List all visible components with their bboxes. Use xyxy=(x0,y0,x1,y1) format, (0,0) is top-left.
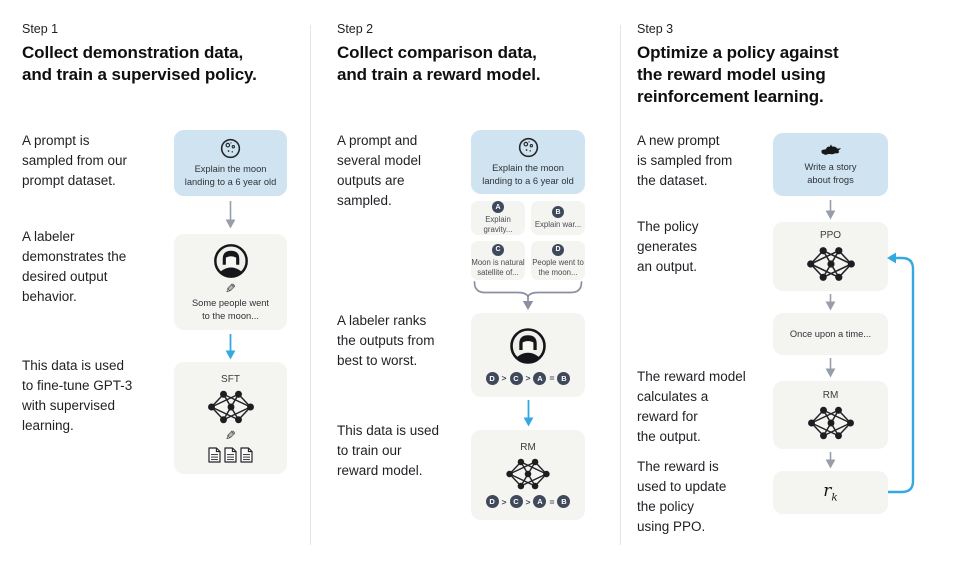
document-icon xyxy=(240,446,253,463)
ranking-row: D > C > A = B xyxy=(485,495,571,508)
rank-badge: C xyxy=(509,495,523,508)
down-arrow-gray-icon xyxy=(825,200,836,220)
step2-title: Collect comparison data, and train a rew… xyxy=(337,43,541,84)
step1-prompt-text: Explain the moon landing to a 6 year old xyxy=(184,164,277,187)
step2-rm-box: RM D > C > A = B xyxy=(471,430,585,520)
down-arrow-gray-icon xyxy=(825,452,836,469)
down-arrow-gray-icon xyxy=(825,358,836,378)
output-d-text: People went to the moon... xyxy=(532,257,584,277)
sft-label: SFT xyxy=(221,373,240,385)
rank-separator: = xyxy=(549,496,555,507)
step3-output-box: Once upon a time... xyxy=(773,313,888,355)
moon-icon xyxy=(220,139,241,159)
output-box-d: D People went to the moon... xyxy=(531,241,585,280)
step3-label: Step 3 xyxy=(637,22,674,36)
step1-demo-text: Some people went to the moon... xyxy=(191,297,269,321)
brace-merge-arrow-icon xyxy=(473,281,583,310)
step2-caption-train: This data is used to train our reward mo… xyxy=(337,423,440,478)
step1-caption-labeler: A labeler demonstrates the desired outpu… xyxy=(22,229,127,304)
step1-label: Step 1 xyxy=(22,22,59,36)
rank-badge: A xyxy=(533,371,547,385)
step3-caption-update: The reward is used to update the policy … xyxy=(637,459,727,534)
output-box-b: B Explain war... xyxy=(531,201,585,235)
rank-separator: > xyxy=(525,496,531,507)
step1-prompt-box: Explain the moon landing to a 6 year old xyxy=(174,130,287,196)
neural-network-icon xyxy=(206,389,255,424)
output-box-a: A Explain gravity... xyxy=(471,201,525,235)
step3-reward-box: rk xyxy=(773,471,888,514)
down-arrow-gray-icon xyxy=(225,201,236,229)
step3-ppo-box: PPO xyxy=(773,222,888,291)
down-arrow-blue-icon xyxy=(225,334,236,360)
step1-title: Collect demonstration data, and train a … xyxy=(22,43,257,84)
rank-separator: > xyxy=(501,373,507,383)
step3-caption-policy: The policy generates an output. xyxy=(637,219,699,274)
step1-caption-prompt: A prompt is sampled from our prompt data… xyxy=(22,133,128,188)
output-c-badge: C xyxy=(492,243,504,256)
output-d-badge: D xyxy=(552,243,564,256)
feedback-loop-arrow-icon xyxy=(887,252,915,494)
rank-badge: D xyxy=(485,495,499,508)
ppo-label: PPO xyxy=(819,230,842,241)
output-c-text: Moon is natural satellite of... xyxy=(471,257,525,277)
step3-prompt-text: Write a story about frogs xyxy=(804,162,857,185)
document-icon xyxy=(224,446,237,463)
rank-badge: D xyxy=(485,371,499,385)
labeler-avatar-icon xyxy=(212,242,250,280)
ranking-row: D > C > A = B xyxy=(485,371,571,385)
step2-labeler-box: D > C > A = B xyxy=(471,313,585,397)
step2-prompt-box: Explain the moon landing to a 6 year old xyxy=(471,130,585,194)
down-arrow-gray-icon xyxy=(825,294,836,311)
down-arrow-blue-icon xyxy=(523,400,534,427)
moon-icon xyxy=(518,138,538,158)
column-divider xyxy=(310,25,311,545)
rm-label: RM xyxy=(822,389,839,401)
step1-caption-finetune: This data is used to fine-tune GPT-3 wit… xyxy=(22,358,133,433)
step1-labeler-box: ✎ Some people went to the moon... xyxy=(174,234,287,330)
rank-badge: C xyxy=(509,371,523,385)
output-b-text: Explain war... xyxy=(534,220,582,230)
neural-network-icon xyxy=(806,405,855,440)
neural-network-icon xyxy=(805,246,856,282)
rank-separator: > xyxy=(501,496,507,507)
rm-label: RM xyxy=(520,442,536,453)
step3-prompt-box: Write a story about frogs xyxy=(773,133,888,196)
rank-badge: A xyxy=(533,495,547,508)
output-a-badge: A xyxy=(492,201,504,214)
pencil-icon: ✎ xyxy=(225,427,236,443)
step3-caption-reward: The reward model calculates a reward for… xyxy=(637,369,746,444)
frog-icon xyxy=(820,144,841,156)
rank-separator: = xyxy=(549,373,555,383)
rank-badge: B xyxy=(557,371,571,385)
step3-caption-prompt: A new prompt is sampled from the dataset… xyxy=(637,133,733,188)
output-box-c: C Moon is natural satellite of... xyxy=(471,241,525,280)
neural-network-icon xyxy=(505,457,551,491)
output-b-badge: B xyxy=(552,206,564,219)
rank-badge: B xyxy=(557,495,571,508)
step3-output-text: Once upon a time... xyxy=(789,328,872,339)
rank-separator: > xyxy=(525,373,531,383)
reward-symbol: rk xyxy=(823,481,838,504)
step2-caption-sample: A prompt and several model outputs are s… xyxy=(337,133,422,208)
step3-rm-box: RM xyxy=(773,381,888,449)
column-divider xyxy=(620,25,621,545)
pencil-icon: ✎ xyxy=(225,280,236,296)
output-a-text: Explain gravity... xyxy=(483,215,513,234)
step1-sft-box: SFT ✎ xyxy=(174,362,287,474)
step2-caption-rank: A labeler ranks the outputs from best to… xyxy=(337,313,435,368)
labeler-avatar-icon xyxy=(508,326,548,366)
documents-row xyxy=(208,446,253,463)
step3-title: Optimize a policy against the reward mod… xyxy=(637,43,839,106)
step2-prompt-text: Explain the moon landing to a 6 year old xyxy=(482,163,574,186)
document-icon xyxy=(208,446,221,463)
step2-label: Step 2 xyxy=(337,22,374,36)
